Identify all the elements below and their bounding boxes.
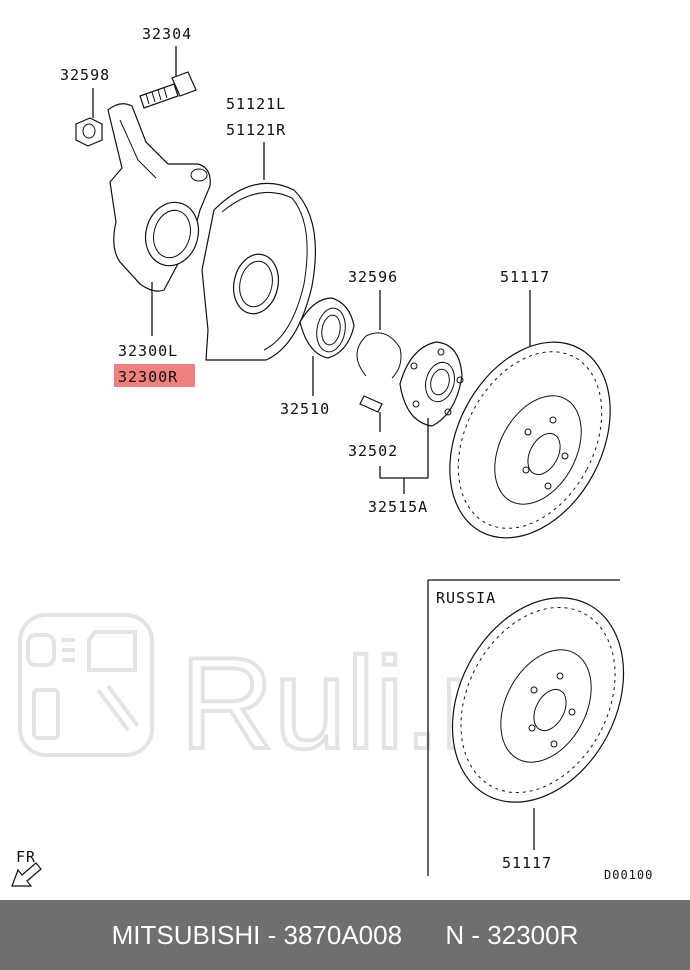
nut-32598: 32598 — [60, 66, 110, 147]
label-inset-51117: 51117 — [502, 854, 552, 872]
front-direction-indicator: FR — [11, 848, 42, 887]
label-32300R: 32300R — [118, 368, 178, 386]
part-number-footer: MITSUBISHI - 3870A008 N - 32300R — [0, 900, 690, 970]
russia-inset: RUSSIA 51117 D00100 — [427, 579, 653, 882]
direction-arrow-icon — [11, 862, 42, 887]
label-32300L: 32300L — [118, 342, 178, 360]
label-51117: 51117 — [500, 268, 550, 286]
highlight-box — [114, 364, 195, 387]
label-32596: 32596 — [348, 268, 398, 286]
label-32515A: 32515A — [368, 498, 428, 516]
label-32598: 32598 — [60, 66, 110, 84]
label-51121R: 51121R — [226, 121, 286, 139]
bolt-32304: 32304 — [139, 25, 197, 109]
steering-knuckle-32300: 32300L 32300R — [107, 103, 211, 387]
dust-shield-51121: 51121L 51121R — [201, 95, 317, 361]
snap-ring-32596: 32596 — [348, 268, 402, 379]
label-32502: 32502 — [348, 442, 398, 460]
diagram-code: D00100 — [604, 868, 653, 882]
exploded-parts-diagram: Ruli.ru 32304 32598 32300L 32300R 51121L… — [11, 25, 653, 887]
brake-disc-51117: 51117 — [449, 268, 611, 539]
label-32510: 32510 — [280, 400, 330, 418]
inset-title: RUSSIA — [436, 589, 496, 607]
label-32304: 32304 — [142, 25, 192, 43]
wheel-bearing-32510: 32510 — [280, 297, 355, 418]
direction-label: FR — [16, 848, 36, 866]
label-51121L: 51121L — [226, 95, 286, 113]
hub-assembly-32515A: 32502 32515A — [348, 341, 464, 516]
